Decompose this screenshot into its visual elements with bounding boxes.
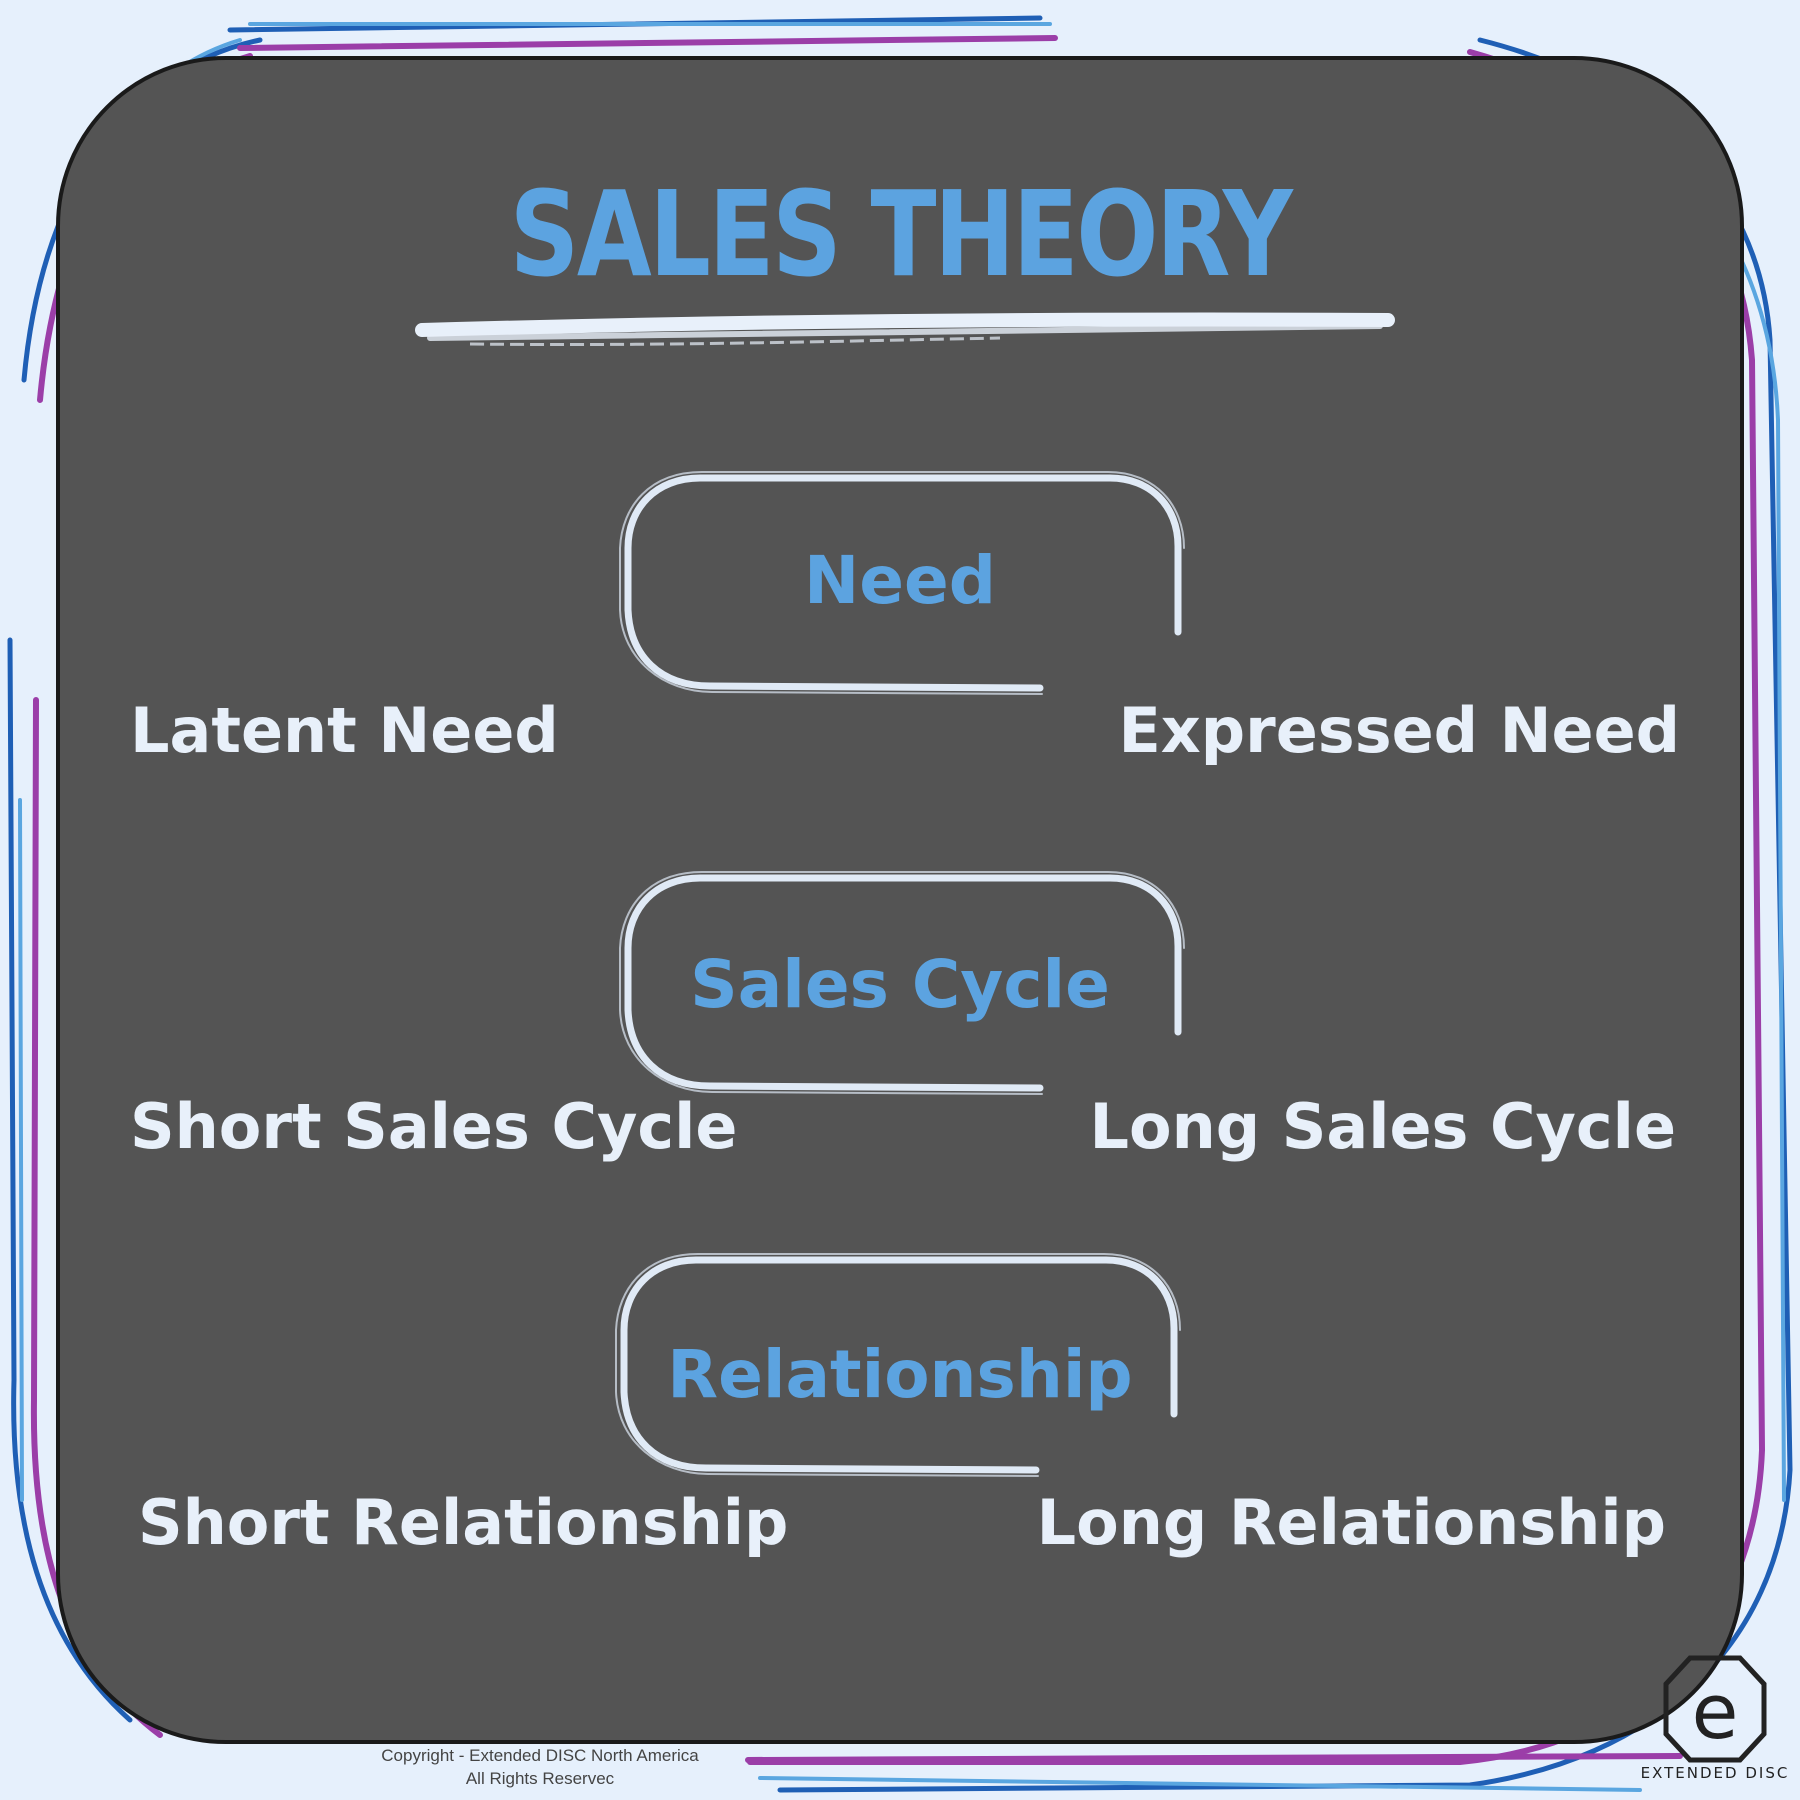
label-long-relationship: Long Relationship	[1036, 1486, 1666, 1559]
label-long-sales-cycle: Long Sales Cycle	[1089, 1090, 1676, 1163]
frame-stroke-bottom	[745, 1753, 1683, 1763]
pill-label-relationship: Relationship	[667, 1336, 1133, 1413]
logo-icon	[1663, 1655, 1767, 1763]
copyright-line-2: All Rights Reservec	[465, 1769, 615, 1788]
logo-letter: e	[1692, 1667, 1739, 1756]
label-expressed-need: Expressed Need	[1118, 694, 1680, 767]
label-short-sales-cycle: Short Sales Cycle	[130, 1090, 738, 1163]
pill-label-sales-cycle: Sales Cycle	[690, 946, 1110, 1023]
label-short-relationship: Short Relationship	[138, 1486, 789, 1559]
frame-stroke-purple	[30, 35, 1766, 1765]
chalkboard-panel	[56, 56, 1744, 1744]
copyright-notice: Copyright - Extended DISC North America …	[330, 1744, 750, 1790]
pill-outline-need	[619, 471, 1185, 695]
label-latent-need: Latent Need	[130, 694, 559, 767]
pill-label-need: Need	[803, 542, 996, 619]
copyright-line-1: Copyright - Extended DISC North America	[381, 1746, 699, 1765]
logo-text: EXTENDED DISC	[1640, 1764, 1790, 1782]
pill-outline-relationship	[615, 1253, 1181, 1477]
page-title: SALES THEORY	[509, 165, 1293, 303]
pill-outline-sales-cycle	[619, 871, 1185, 1095]
